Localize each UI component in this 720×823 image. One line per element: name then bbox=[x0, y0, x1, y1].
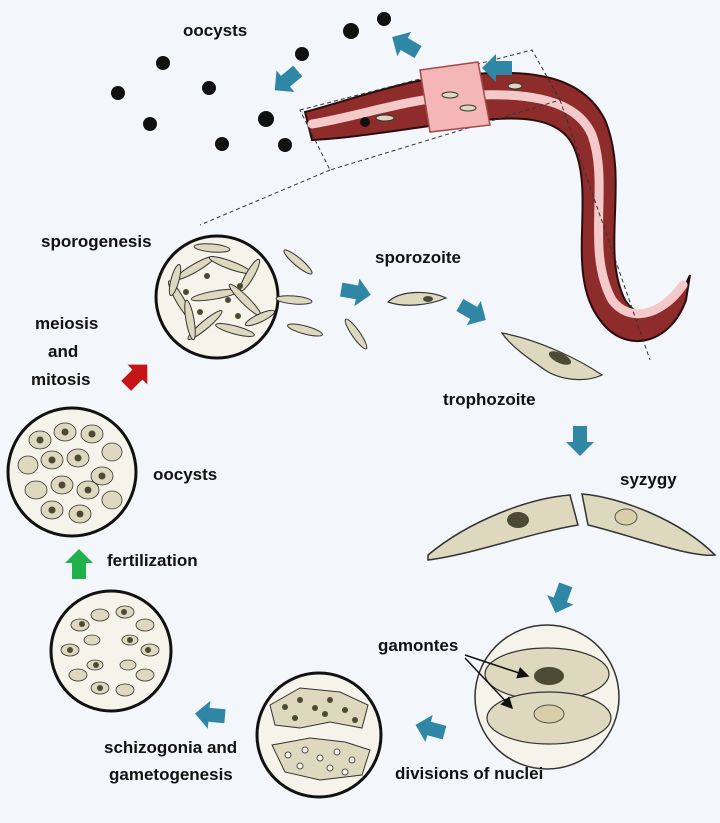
label-meiosis-1: meiosis bbox=[35, 314, 98, 333]
gamontes-cyst bbox=[464, 624, 620, 770]
arrow-to-syzygy bbox=[566, 426, 594, 456]
label-schizogonia-2: gametogenesis bbox=[109, 765, 233, 784]
label-divisions: divisions of nuclei bbox=[395, 764, 543, 783]
arrow-to-sporozoite bbox=[339, 278, 371, 307]
gametogenesis-cyst bbox=[49, 589, 173, 713]
arrow-to-trophozoite bbox=[456, 298, 486, 326]
sporogenesis-cyst bbox=[154, 234, 368, 360]
arrow-oocysts-out bbox=[392, 31, 422, 59]
syzygy-pair bbox=[427, 493, 717, 561]
label-oocysts-left: oocysts bbox=[153, 465, 217, 484]
oocysts-cluster bbox=[6, 406, 138, 538]
label-meiosis-2: and bbox=[48, 342, 78, 361]
arrow-oocysts-released bbox=[274, 65, 303, 93]
label-syzygy: syzygy bbox=[620, 470, 677, 489]
label-fertilization: fertilization bbox=[107, 551, 198, 570]
label-trophozoite: trophozoite bbox=[443, 390, 536, 409]
label-schizogonia-1: schizogonia and bbox=[104, 738, 237, 757]
label-gamontes: gamontes bbox=[378, 636, 458, 655]
arrow-to-division bbox=[415, 714, 447, 743]
earthworm-host bbox=[199, 49, 691, 361]
arrow-into-worm bbox=[482, 54, 512, 82]
arrow-to-gamontes bbox=[547, 582, 574, 614]
arrow-fertilization bbox=[65, 549, 93, 579]
arrow-meiosis bbox=[121, 364, 148, 391]
division-cyst bbox=[255, 671, 383, 799]
label-sporozoite: sporozoite bbox=[375, 248, 461, 267]
label-meiosis-3: mitosis bbox=[31, 370, 91, 389]
label-oocysts-top: oocysts bbox=[183, 21, 247, 40]
arrow-to-schizogonia bbox=[195, 700, 226, 729]
label-sporogenesis: sporogenesis bbox=[41, 232, 152, 251]
sporozoite-cell bbox=[386, 291, 448, 306]
oocyst-dots bbox=[111, 12, 391, 152]
trophozoite-cell bbox=[500, 332, 604, 381]
